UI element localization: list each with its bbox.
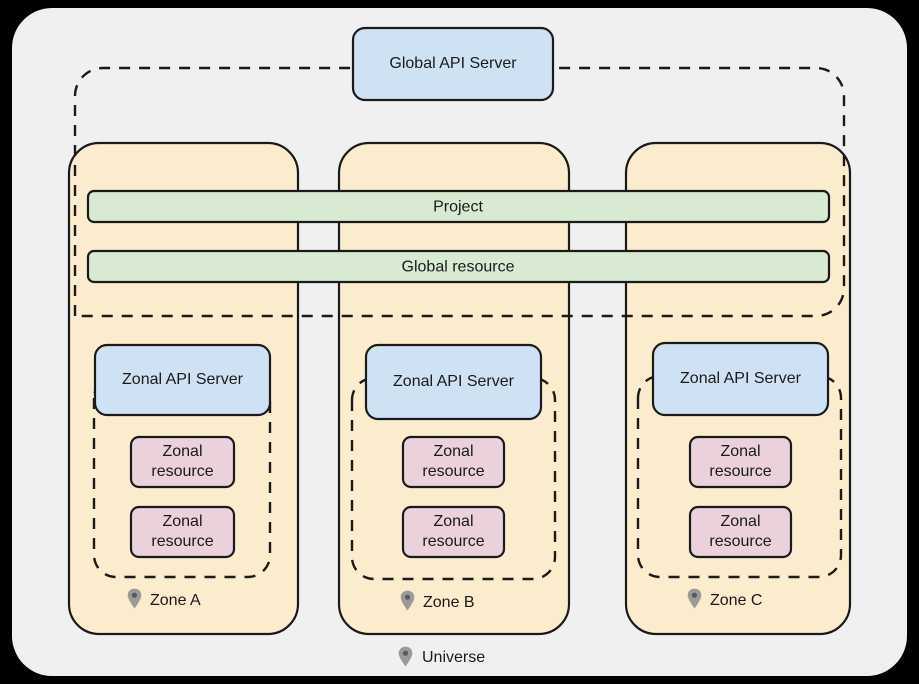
zone-b-resource-2-line2: resource bbox=[422, 533, 484, 550]
zone-b-resource-1-line2: resource bbox=[422, 463, 484, 480]
zone-a-label: Zone A bbox=[150, 592, 201, 609]
zone-a-resource-1-line1: Zonal bbox=[162, 443, 202, 460]
zone-c-resource-1-line2: resource bbox=[709, 463, 771, 480]
zone-a-api-server-box[interactable]: Zonal API Server bbox=[93, 343, 272, 417]
zone-b-api-server-label: Zonal API Server bbox=[393, 373, 515, 390]
global-api-server-label: Global API Server bbox=[389, 55, 517, 72]
zone-b-resource-2[interactable]: Zonal resource bbox=[401, 505, 506, 559]
zone-b-api-server-box[interactable]: Zonal API Server bbox=[364, 343, 543, 421]
global-api-server-box[interactable]: Global API Server bbox=[351, 26, 555, 102]
zone-c-resource-1-line1: Zonal bbox=[720, 443, 760, 460]
zone-a: Zonal API Server Zonal resource Zonal re… bbox=[92, 343, 272, 609]
zone-a-resource-1[interactable]: Zonal resource bbox=[129, 435, 236, 489]
zone-b-resource-2-line1: Zonal bbox=[433, 513, 473, 530]
zone-a-resource-2-line1: Zonal bbox=[162, 513, 202, 530]
global-bar-project: Project bbox=[86, 189, 831, 224]
zone-c-api-server-label: Zonal API Server bbox=[680, 370, 802, 387]
global-bar-project-label: Project bbox=[433, 199, 483, 216]
zone-b-resource-1[interactable]: Zonal resource bbox=[401, 435, 506, 489]
zone-a-resource-2-line2: resource bbox=[151, 533, 213, 550]
zone-a-api-server-label: Zonal API Server bbox=[122, 371, 244, 388]
zone-b: Zonal API Server Zonal resource Zonal re… bbox=[350, 343, 557, 611]
zone-c-resource-2[interactable]: Zonal resource bbox=[688, 505, 793, 559]
zone-c-api-server-box[interactable]: Zonal API Server bbox=[651, 341, 830, 417]
global-bar-global-resource: Global resource bbox=[86, 249, 831, 284]
universe-label: Universe bbox=[422, 649, 485, 666]
zone-c: Zonal API Server Zonal resource Zonal re… bbox=[636, 341, 843, 609]
zone-b-label: Zone B bbox=[423, 594, 475, 611]
global-bar-global-resource-label: Global resource bbox=[402, 259, 515, 276]
global-region-boundary bbox=[73, 66, 846, 318]
zone-c-label: Zone C bbox=[710, 592, 762, 609]
zone-a-resource-2[interactable]: Zonal resource bbox=[129, 505, 236, 559]
zone-c-resource-1[interactable]: Zonal resource bbox=[688, 435, 793, 489]
universe-caption: Universe bbox=[398, 646, 485, 667]
zone-a-resource-1-line2: resource bbox=[151, 463, 213, 480]
zone-b-resource-1-line1: Zonal bbox=[433, 443, 473, 460]
zone-c-resource-2-line2: resource bbox=[709, 533, 771, 550]
zone-c-resource-2-line1: Zonal bbox=[720, 513, 760, 530]
